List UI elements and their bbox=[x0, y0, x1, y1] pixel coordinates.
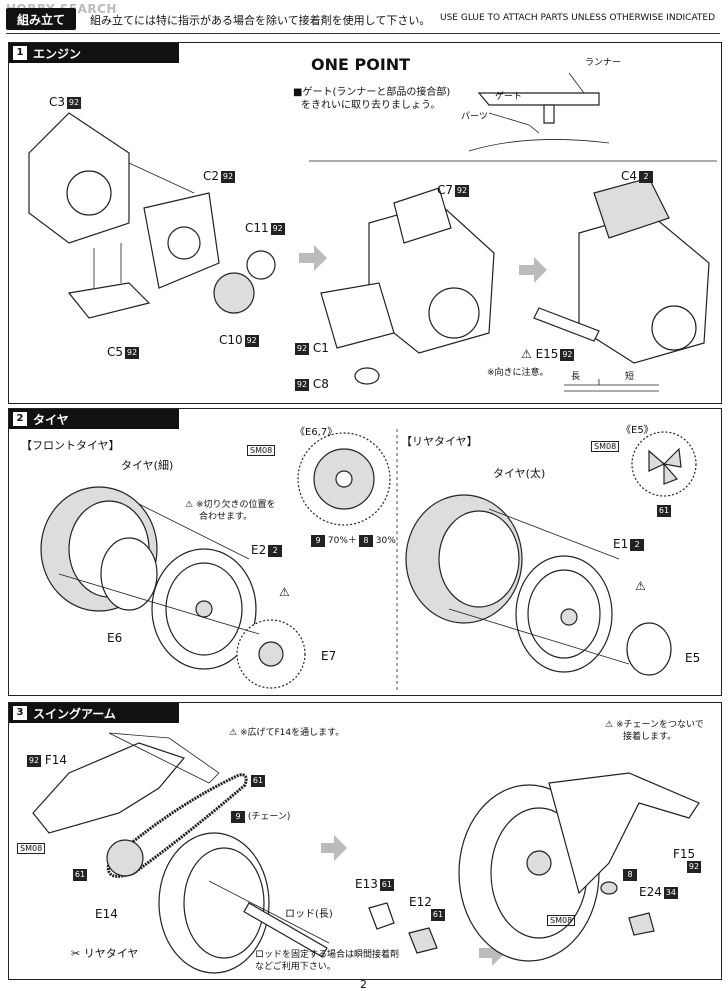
swingarm-illustration bbox=[32, 732, 700, 974]
section-label: エンジン bbox=[33, 46, 82, 61]
label-e7: E7 bbox=[321, 649, 337, 663]
label-e12: E12 bbox=[409, 895, 432, 909]
label-f14: 92 F14 bbox=[27, 753, 67, 767]
section-label: スイングアーム bbox=[33, 706, 116, 721]
glue-note-en: USE GLUE TO ATTACH PARTS UNLESS OTHERWIS… bbox=[440, 13, 716, 23]
notch-note-2: 合わせます。 bbox=[199, 512, 253, 522]
pass-f14-note: ⚠ ※広げてF14を通します。 bbox=[229, 728, 345, 738]
section-tire: 2 タイヤ 【フロントタイヤ】 【リヤタイヤ】 タイヤ(細) タイヤ(太) bbox=[8, 408, 722, 696]
one-point-line1: ■ゲート(ランナーと部品の接合部) bbox=[293, 87, 451, 98]
one-point-line2: をきれいに取り去りましょう。 bbox=[301, 100, 441, 111]
section-label: タイヤ bbox=[33, 412, 69, 427]
section-number: 2 bbox=[13, 412, 27, 426]
color-8-e24: 8 bbox=[621, 869, 637, 881]
e67-tag: 《E6,7》 bbox=[295, 427, 338, 438]
chain-label: 9 (チェーン) bbox=[229, 809, 290, 823]
label-e6: E6 bbox=[107, 631, 123, 645]
rod-label: ロッド(長) bbox=[285, 909, 333, 920]
label-long: 長 bbox=[571, 372, 581, 382]
rear-tire-label: タイヤ(太) bbox=[493, 467, 546, 480]
rod-note-1: ロッドを固定する場合は瞬間接着剤 bbox=[255, 950, 400, 960]
label-e5: E5 bbox=[685, 651, 701, 665]
join-chain-note: ⚠ ※チェーンをつないで bbox=[605, 720, 704, 730]
e5-tag: 《E5》 bbox=[621, 425, 654, 436]
section-title-engine: 1 エンジン bbox=[9, 43, 179, 63]
front-tire-label: タイヤ(細) bbox=[121, 459, 174, 472]
warning-e7: ⚠ bbox=[279, 585, 290, 599]
assembly-tab: 組み立て bbox=[6, 8, 76, 30]
color-92-f15: 92 bbox=[687, 861, 701, 873]
one-point-title: ONE POINT bbox=[311, 55, 411, 74]
mix-ratio: 9 70%＋8 30% bbox=[309, 533, 396, 547]
tire-illustration bbox=[40, 429, 697, 693]
notch-note: ⚠ ※切り欠きの位置を bbox=[185, 500, 276, 510]
section-number: 1 bbox=[13, 46, 27, 60]
rod-note-2: などご利用下さい。 bbox=[255, 962, 336, 972]
label-f15: F15 bbox=[673, 847, 696, 861]
section-number: 3 bbox=[13, 706, 27, 720]
rear-tire-label-swing: ✂ リヤタイヤ bbox=[71, 947, 139, 960]
rear-tire-heading: 【リヤタイヤ】 bbox=[401, 435, 478, 448]
orientation-note: ※向きに注意。 bbox=[487, 368, 549, 378]
sm08-tag-assembled: SM08 bbox=[547, 915, 576, 926]
color-61-chain-end: 61 bbox=[251, 775, 265, 787]
section-title-swingarm: 3 スイングアーム bbox=[9, 703, 179, 723]
label-e2: E292 bbox=[251, 543, 283, 557]
engine-illustration bbox=[28, 72, 717, 392]
page-number: 2 bbox=[360, 978, 367, 991]
label-c8: 92 C8 bbox=[295, 377, 329, 391]
color-61-e12: 61 bbox=[431, 909, 445, 921]
color-61-rear-disc: 61 bbox=[657, 505, 671, 517]
header-rule bbox=[6, 33, 720, 34]
join-chain-note-2: 接着します。 bbox=[623, 732, 677, 742]
section-title-tire: 2 タイヤ bbox=[9, 409, 179, 429]
label-gate: ゲート bbox=[495, 92, 523, 102]
glue-note: 組み立てには特に指示がある場合を除いて接着剤を使用して下さい。 bbox=[90, 14, 431, 27]
label-runner: ランナー bbox=[585, 58, 622, 68]
label-short: 短 bbox=[625, 372, 635, 382]
front-tire-heading: 【フロントタイヤ】 bbox=[21, 439, 120, 452]
sm08-tag-swingarm: SM08 bbox=[17, 843, 46, 854]
label-c1: 92 C1 bbox=[295, 341, 329, 355]
warning-e5: ⚠ bbox=[635, 579, 646, 593]
sm08-tag-rear: SM08 bbox=[591, 441, 620, 452]
section-engine: 1 エンジン bbox=[8, 42, 722, 404]
sm08-tag-front: SM08 bbox=[247, 445, 276, 456]
section-swingarm: 3 スイングアーム ⚠ ※広げてF14を通します。 92 F14 61 9 (チ… bbox=[8, 702, 722, 980]
color-61-sprocket: 61 bbox=[73, 869, 87, 881]
label-parts: パーツ bbox=[461, 112, 488, 122]
label-e14: E14 bbox=[95, 907, 118, 921]
